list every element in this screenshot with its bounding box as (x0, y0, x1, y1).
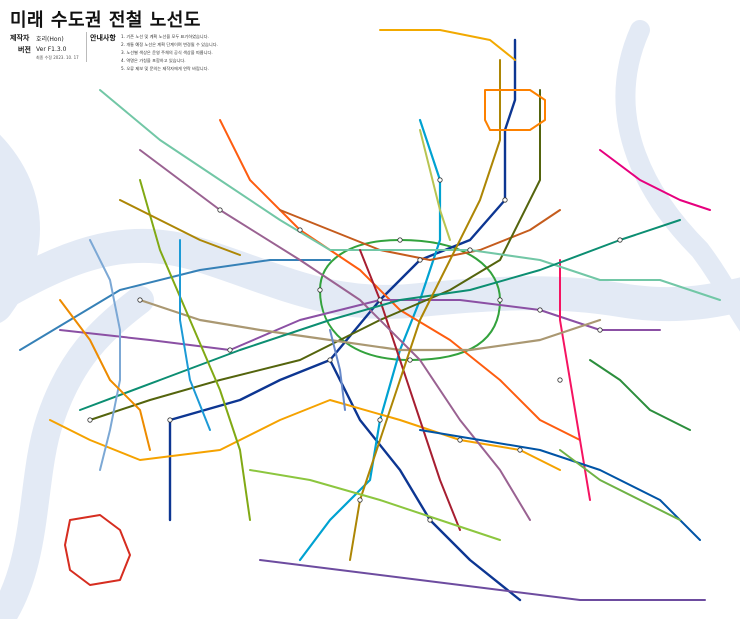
station-marker (617, 237, 623, 243)
line-4 (298, 118, 442, 562)
uijeongbu-line (484, 89, 546, 131)
seohae-line (139, 179, 251, 521)
shinbundang-line (359, 249, 461, 531)
station-marker (377, 417, 383, 423)
line-9 (138, 298, 602, 352)
station-marker (327, 357, 333, 363)
notice-item: 4. 역명은 가칭을 포함하고 있습니다. (121, 58, 186, 63)
misc-line-a (179, 239, 211, 431)
misc-line-c (599, 149, 711, 211)
version-label: 버전 (18, 46, 31, 54)
notice-item: 5. 오류 제보 및 문의는 제작자에게 연락 바랍니다. (121, 66, 209, 71)
gyeongui-line (99, 89, 721, 301)
station-marker (87, 417, 93, 423)
author-value: 호리(Hon) (36, 36, 64, 43)
station-marker (297, 227, 303, 233)
station-marker (217, 207, 223, 213)
notice-list: 1. 기존 노선 및 계획 노선을 모두 표기하였습니다. 2. 개통 예정 노… (121, 33, 291, 73)
station-marker (407, 357, 413, 363)
station-marker (497, 297, 503, 303)
gtx-c-line (349, 59, 501, 561)
stations-layer (87, 177, 623, 523)
lines-layer (19, 29, 721, 602)
ui-sinseol-line (419, 129, 451, 241)
suin-bundang-line (49, 399, 561, 471)
station-marker (317, 287, 323, 293)
line-1 (168, 38, 522, 602)
southwest-loop-line (64, 514, 131, 586)
station-marker (427, 517, 433, 523)
gimpo-gold-line (119, 199, 241, 256)
gtx-b-line (79, 219, 681, 411)
station-marker (137, 297, 143, 303)
sillim-line (329, 329, 346, 411)
author-label: 제작자 (10, 34, 30, 42)
station-marker (397, 237, 403, 243)
gyeonggang-line (419, 429, 701, 541)
station-marker (437, 177, 443, 183)
station-marker (167, 417, 173, 423)
page-title: 미래 수도권 전철 노선도 (10, 10, 201, 31)
line-3 (219, 119, 581, 441)
gtx-a-line (139, 149, 531, 521)
station-marker (357, 497, 363, 503)
version-date: 최종 수정 2023. 10. 17 (36, 55, 79, 60)
station-marker (377, 297, 383, 303)
everline-line (559, 449, 681, 521)
station-marker (457, 437, 463, 443)
east-river (615, 20, 740, 332)
misc-line-d (259, 559, 706, 601)
line-6 (279, 209, 561, 261)
misc-line-f (379, 29, 516, 61)
station-marker (597, 327, 603, 333)
header-divider (86, 32, 87, 62)
station-marker (537, 307, 543, 313)
misc-line-b (249, 469, 501, 541)
station-marker (502, 197, 508, 203)
notice-item: 2. 개통 예정 노선은 계획 단계이며 변경될 수 있습니다. (121, 42, 218, 47)
station-marker (557, 377, 563, 383)
line-8 (559, 259, 591, 501)
station-marker (417, 257, 423, 263)
airport-line (19, 259, 331, 351)
station-marker (517, 447, 523, 453)
version-value: Ver F1.3.0 (36, 46, 67, 53)
west-sea (0, 134, 40, 323)
incheon-2-line (59, 299, 151, 451)
notice-item: 3. 노선별 색상은 운영 주체의 공식 색상을 따릅니다. (121, 50, 213, 55)
notice-title: 안내사항 (90, 34, 116, 42)
station-marker (227, 347, 233, 353)
station-marker (467, 247, 473, 253)
misc-line-e (589, 359, 691, 431)
notice-item: 1. 기존 노선 및 계획 노선을 모두 표기하였습니다. (121, 34, 209, 39)
incheon-1-line (89, 239, 121, 471)
